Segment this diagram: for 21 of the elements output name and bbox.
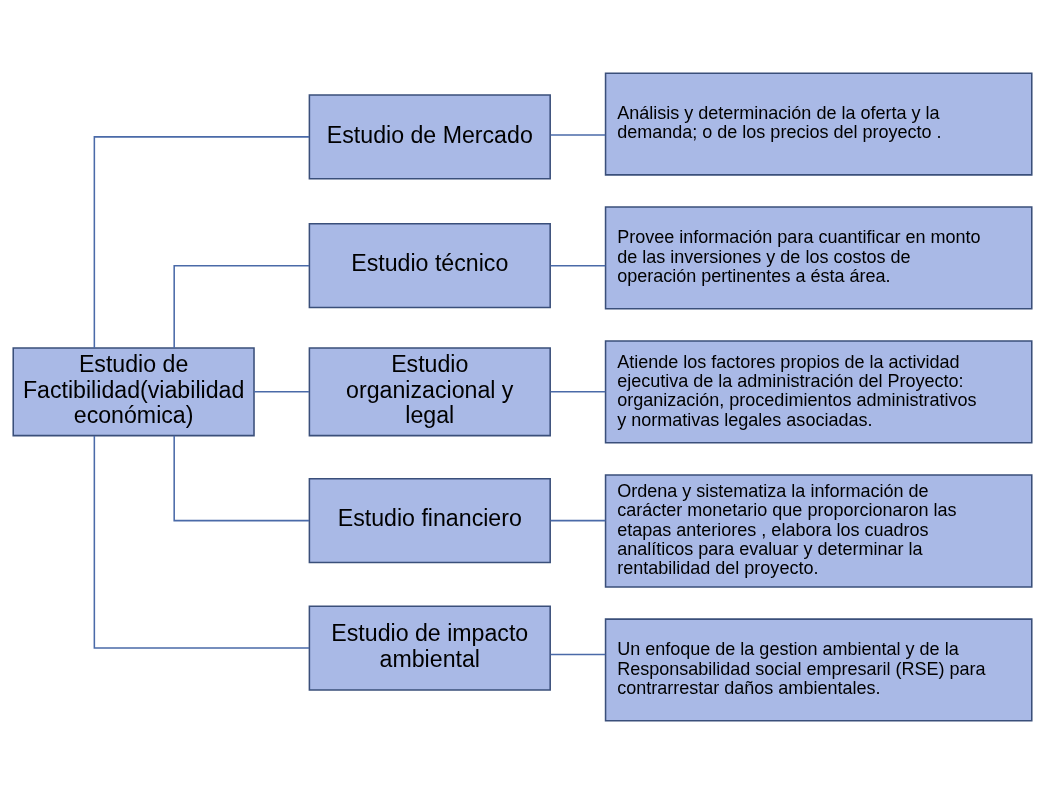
node-box: Ordena y sistematiza la información de carácter monetario que proporcionaron las etapas anteriores , elabora los cuadros analíticos para evaluar y determinar la rentabilidad del proyecto. [604, 473, 1033, 588]
node-box: Atiende los factores propios de la actividad ejecutiva de la administración del Proyecto: organización, procedimientos administrativos y normativas legales asociadas. [604, 339, 1033, 443]
node-box: Provee información para cuantificar en monto de las inversiones y de los costos de operación pertinentes a ésta área. [604, 205, 1033, 310]
connector [173, 264, 310, 349]
node-box: Estudio de Mercado [308, 93, 551, 179]
node-box: Estudio de impacto ambiental [308, 604, 551, 691]
node-box: Estudio organizacional y legal [308, 346, 551, 436]
node-box: Estudio de Factibilidad(viabilidad económica) [12, 346, 255, 436]
connector [549, 519, 607, 521]
node-box: Análisis y determinación de la oferta y la demanda; o de los precios del proyecto . [604, 71, 1033, 176]
connector [253, 390, 310, 393]
connector [549, 133, 607, 136]
connector [549, 264, 607, 266]
connector [93, 135, 310, 349]
connector [549, 653, 607, 655]
node-box: Estudio financiero [308, 477, 551, 563]
node-box: Estudio técnico [308, 222, 551, 308]
connector [93, 434, 310, 649]
connector [549, 390, 607, 393]
node-box: Un enfoque de la gestion ambiental y de la Responsabilidad social empresaril (RSE) para contrarrestar daños ambientales. [604, 617, 1033, 722]
connector [173, 434, 310, 521]
